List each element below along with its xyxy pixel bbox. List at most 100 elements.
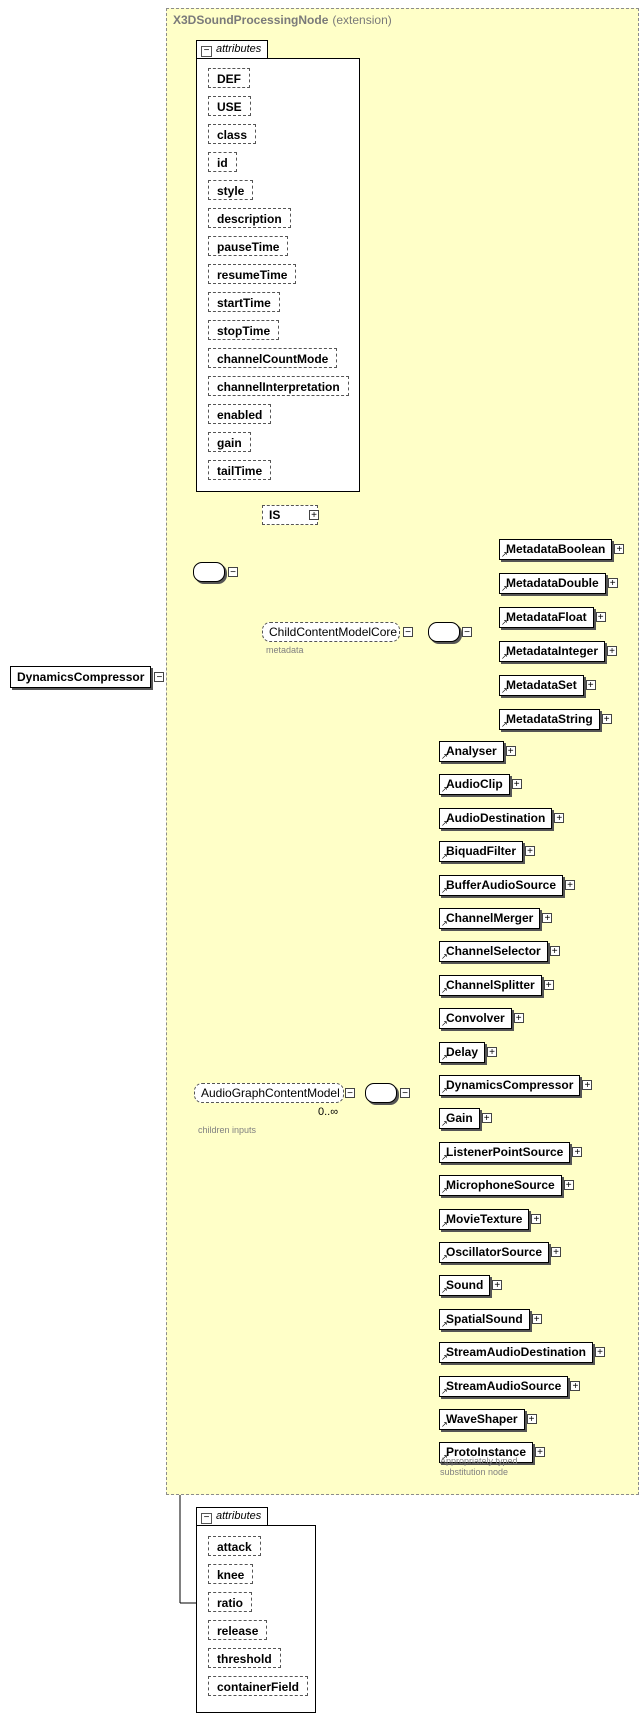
element-movie-texture[interactable]: MovieTexture↗ xyxy=(439,1208,530,1230)
expand-icon[interactable]: + xyxy=(585,680,596,691)
expand-icon[interactable]: + xyxy=(505,746,516,757)
element-convolver[interactable]: Convolver↗ xyxy=(439,1008,512,1030)
expand-icon[interactable]: + xyxy=(565,879,576,890)
expand-icon[interactable]: + xyxy=(531,1213,542,1224)
element-delay[interactable]: Delay↗ xyxy=(439,1041,486,1063)
expand-icon[interactable]: + xyxy=(543,979,554,990)
element-stream-audio-source[interactable]: StreamAudioSource↗ xyxy=(439,1375,569,1397)
element-metadata-set[interactable]: MetadataSet↗ xyxy=(499,675,584,696)
reference-arrow-icon: ↗ xyxy=(441,785,448,795)
attribute-id[interactable]: id xyxy=(208,152,237,172)
expand-icon[interactable]: + xyxy=(542,913,553,924)
expand-icon[interactable]: + xyxy=(551,1247,562,1258)
collapse-icon[interactable]: − xyxy=(403,627,413,638)
expand-icon[interactable]: + xyxy=(525,846,536,857)
attribute-style[interactable]: style xyxy=(208,180,254,200)
element-metadata-boolean[interactable]: MetadataBoolean↗ xyxy=(499,539,613,560)
element-buffer-audio-source[interactable]: BufferAudioSource↗ xyxy=(439,874,564,896)
element-audio-destination[interactable]: AudioDestination↗ xyxy=(439,807,553,829)
element-gain[interactable]: Gain↗ xyxy=(439,1108,480,1130)
expand-icon[interactable]: + xyxy=(601,714,612,725)
element-microphone-source[interactable]: MicrophoneSource↗ xyxy=(439,1175,562,1197)
expand-icon[interactable]: + xyxy=(513,1013,524,1024)
element-label: AudioDestination xyxy=(446,810,546,825)
reference-arrow-icon: ↗ xyxy=(441,1253,448,1262)
expand-icon[interactable]: + xyxy=(554,812,565,823)
expand-icon[interactable]: + xyxy=(309,510,319,521)
attribute-resume-time[interactable]: resumeTime xyxy=(208,264,297,284)
element-stream-audio-destination[interactable]: StreamAudioDestination↗ xyxy=(439,1342,594,1364)
attribute-def[interactable]: DEF xyxy=(208,68,250,88)
expand-icon[interactable]: + xyxy=(572,1146,583,1157)
collapse-icon[interactable]: − xyxy=(201,46,212,57)
collapse-icon[interactable]: − xyxy=(400,1088,410,1099)
element-oscillator-source[interactable]: OscillatorSource↗ xyxy=(439,1242,550,1263)
expand-icon[interactable]: + xyxy=(487,1046,498,1057)
attribute-knee[interactable]: knee xyxy=(208,1564,254,1584)
element-label: BiquadFilter xyxy=(446,844,517,859)
child-content-model-core-group[interactable]: ChildContentModelCore xyxy=(262,622,400,642)
expand-icon[interactable]: + xyxy=(481,1113,492,1124)
is-element[interactable]: IS xyxy=(262,505,318,525)
expand-icon[interactable]: + xyxy=(595,1347,606,1358)
element-channel-selector[interactable]: ChannelSelector↗ xyxy=(439,941,548,963)
attribute-gain[interactable]: gain xyxy=(208,432,251,452)
element-metadata-string[interactable]: MetadataString↗ xyxy=(499,709,600,730)
expand-icon[interactable]: + xyxy=(607,578,618,589)
attribute-enabled[interactable]: enabled xyxy=(208,404,272,424)
expand-icon[interactable]: + xyxy=(535,1447,546,1458)
expand-icon[interactable]: + xyxy=(511,779,522,790)
attribute-threshold[interactable]: threshold xyxy=(208,1648,281,1668)
expand-icon[interactable]: + xyxy=(492,1280,503,1291)
attribute-start-time[interactable]: startTime xyxy=(208,292,280,312)
expand-icon[interactable]: + xyxy=(607,646,618,657)
attribute-channel-interpretation[interactable]: channelInterpretation xyxy=(208,376,349,396)
collapse-icon[interactable]: − xyxy=(345,1088,355,1099)
collapse-icon[interactable]: − xyxy=(154,672,165,683)
attribute-container-field[interactable]: containerField xyxy=(208,1676,309,1696)
reference-arrow-icon: ↗ xyxy=(441,1420,448,1429)
attribute-use[interactable]: USE xyxy=(208,96,251,116)
expand-icon[interactable]: + xyxy=(595,612,606,623)
attribute-class[interactable]: class xyxy=(208,124,257,144)
element-label: ChannelMerger xyxy=(446,911,534,925)
element-wave-shaper[interactable]: WaveShaper↗ xyxy=(439,1409,525,1430)
attribute-pause-time[interactable]: pauseTime xyxy=(208,236,289,256)
element-audio-clip[interactable]: AudioClip↗ xyxy=(439,774,510,796)
element-metadata-integer[interactable]: MetadataInteger↗ xyxy=(499,641,606,662)
element-metadata-double[interactable]: MetadataDouble↗ xyxy=(499,573,606,594)
expand-icon[interactable]: + xyxy=(570,1380,581,1391)
element-channel-merger[interactable]: ChannelMerger↗ xyxy=(439,908,541,929)
element-analyser[interactable]: Analyser↗ xyxy=(439,741,504,762)
expand-icon[interactable]: + xyxy=(582,1080,593,1091)
element-metadata-float[interactable]: MetadataFloat↗ xyxy=(499,607,594,628)
element-proto-instance[interactable]: ProtoInstance↗ xyxy=(439,1442,534,1464)
expand-icon[interactable]: + xyxy=(549,946,560,957)
collapse-icon[interactable]: − xyxy=(462,627,472,638)
element-dynamics-compressor[interactable]: DynamicsCompressor↗ xyxy=(439,1075,581,1096)
expand-icon[interactable]: + xyxy=(526,1414,537,1425)
attribute-channel-count-mode[interactable]: channelCountMode xyxy=(208,348,338,368)
collapse-icon[interactable]: − xyxy=(201,1513,212,1524)
element-label: ChannelSplitter xyxy=(446,977,535,992)
attribute-stop-time[interactable]: stopTime xyxy=(208,320,280,340)
own-attributes-tab[interactable]: −attributes xyxy=(196,1507,269,1525)
expand-icon[interactable]: + xyxy=(563,1180,574,1191)
element-biquad-filter[interactable]: BiquadFilter↗ xyxy=(439,841,524,863)
collapse-icon[interactable]: − xyxy=(228,567,238,578)
attribute-release[interactable]: release xyxy=(208,1620,268,1640)
expand-icon[interactable]: + xyxy=(531,1313,542,1324)
element-sound[interactable]: Sound↗ xyxy=(439,1275,491,1297)
element-listener-point-source[interactable]: ListenerPointSource↗ xyxy=(439,1141,571,1163)
attribute-tail-time[interactable]: tailTime xyxy=(208,460,272,480)
audio-graph-content-model-group[interactable]: AudioGraphContentModel xyxy=(194,1083,344,1103)
element-label: MicrophoneSource xyxy=(446,1178,555,1193)
element-channel-splitter[interactable]: ChannelSplitter↗ xyxy=(439,974,542,996)
element-spatial-sound[interactable]: SpatialSound↗ xyxy=(439,1308,530,1330)
attribute-ratio[interactable]: ratio xyxy=(208,1592,253,1612)
attribute-description[interactable]: description xyxy=(208,208,291,228)
root-element-dynamics-compressor[interactable]: DynamicsCompressor− xyxy=(10,666,165,688)
attribute-attack[interactable]: attack xyxy=(208,1536,261,1556)
expand-icon[interactable]: + xyxy=(614,544,625,555)
inherited-attributes-tab[interactable]: −attributes xyxy=(196,40,269,58)
